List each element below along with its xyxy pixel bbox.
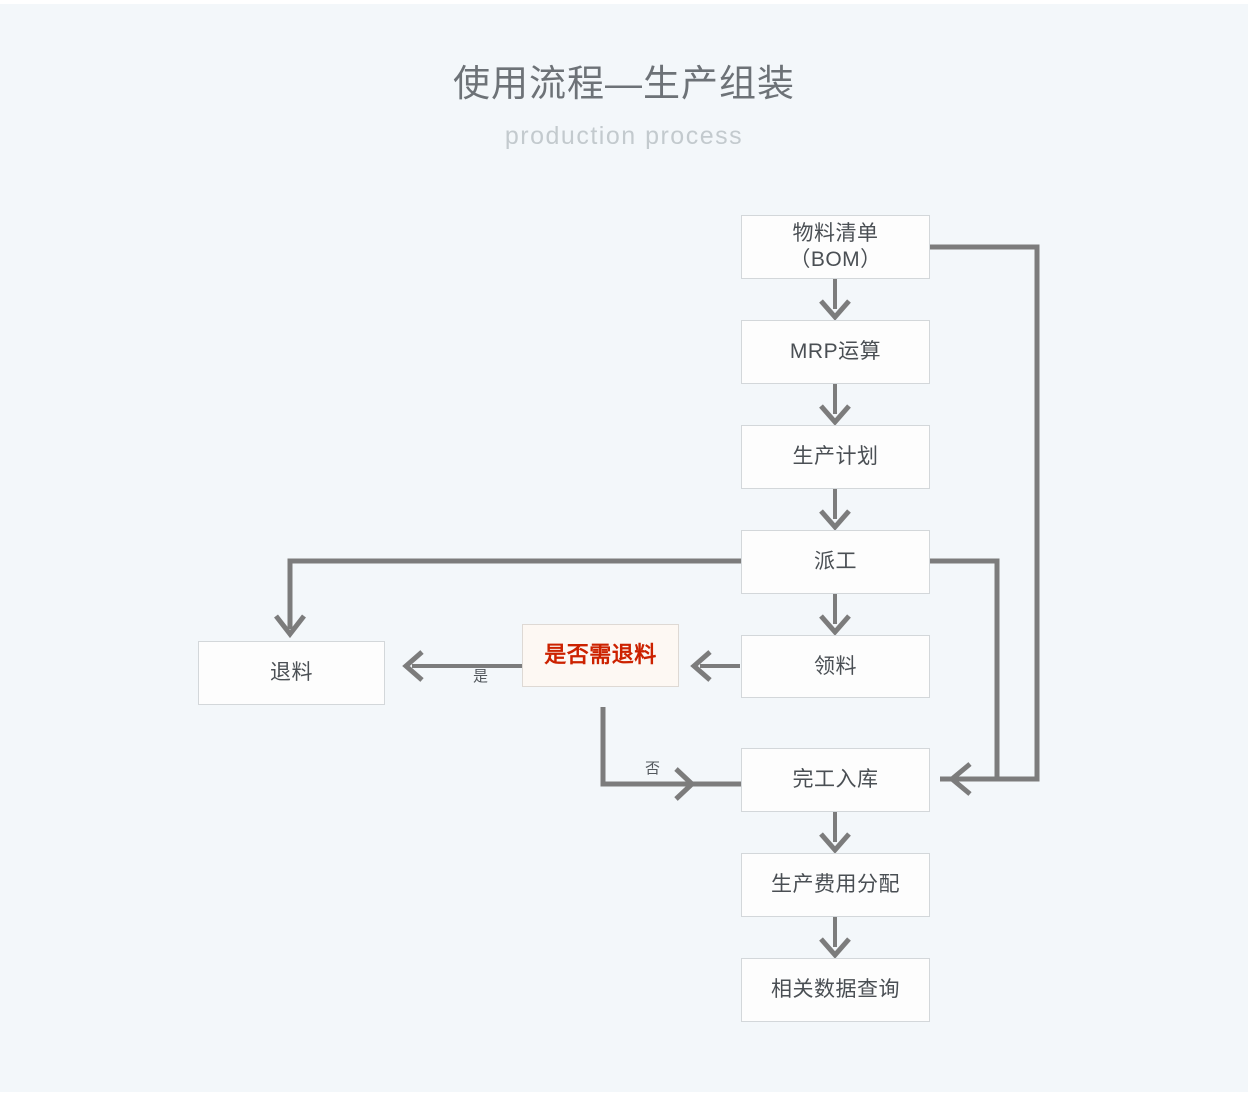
node-plan[interactable]: 生产计划 — [741, 425, 930, 489]
arrowhead-decision-to-finish — [674, 767, 696, 801]
node-finish[interactable]: 完工入库 — [741, 748, 930, 812]
arrowhead-plan-to-dispatch — [819, 509, 851, 531]
node-return[interactable]: 退料 — [198, 641, 385, 705]
node-bom-line1: 物料清单 — [792, 222, 879, 246]
node-query[interactable]: 相关数据查询 — [741, 958, 930, 1022]
arrowhead-dispatch-to-return — [274, 614, 306, 639]
flowchart-connectors — [274, 244, 1040, 959]
node-bom-line2: （BOM） — [789, 248, 882, 271]
page-title: 使用流程—生产组装 — [453, 63, 795, 104]
node-cost[interactable]: 生产费用分配 — [741, 853, 930, 917]
arrowhead-cost-to-query — [819, 937, 851, 959]
arrowhead-picking-to-decision — [690, 650, 712, 682]
arrowhead-bom-to-mrp — [819, 299, 851, 321]
arrowhead-mrp-to-plan — [819, 404, 851, 426]
connector-decision-to-finish — [600, 707, 741, 787]
arrowhead-dispatch-to-picking — [819, 614, 851, 636]
node-picking[interactable]: 领料 — [741, 635, 930, 698]
edge-label-yes: 是 — [473, 668, 489, 685]
edge-label-no: 否 — [645, 760, 661, 777]
connector-bom-to-finish — [930, 244, 1040, 782]
arrowhead-into-finish — [948, 762, 972, 796]
page-subtitle: production process — [504, 121, 744, 150]
node-mrp[interactable]: MRP运算 — [741, 320, 930, 384]
arrowhead-finish-to-cost — [819, 832, 851, 854]
node-bom[interactable]: 物料清单 （BOM） — [741, 215, 930, 279]
node-dispatch[interactable]: 派工 — [741, 530, 930, 594]
diagram-page: 使用流程—生产组装 production process — [0, 4, 1248, 1092]
header: 使用流程—生产组装 production process — [0, 4, 1248, 151]
connector-dispatch-to-return — [287, 558, 741, 629]
arrowhead-decision-to-return — [402, 650, 424, 682]
connector-dispatch-to-finish — [930, 558, 1000, 782]
node-decision-need-return[interactable]: 是否需退料 — [522, 624, 679, 687]
